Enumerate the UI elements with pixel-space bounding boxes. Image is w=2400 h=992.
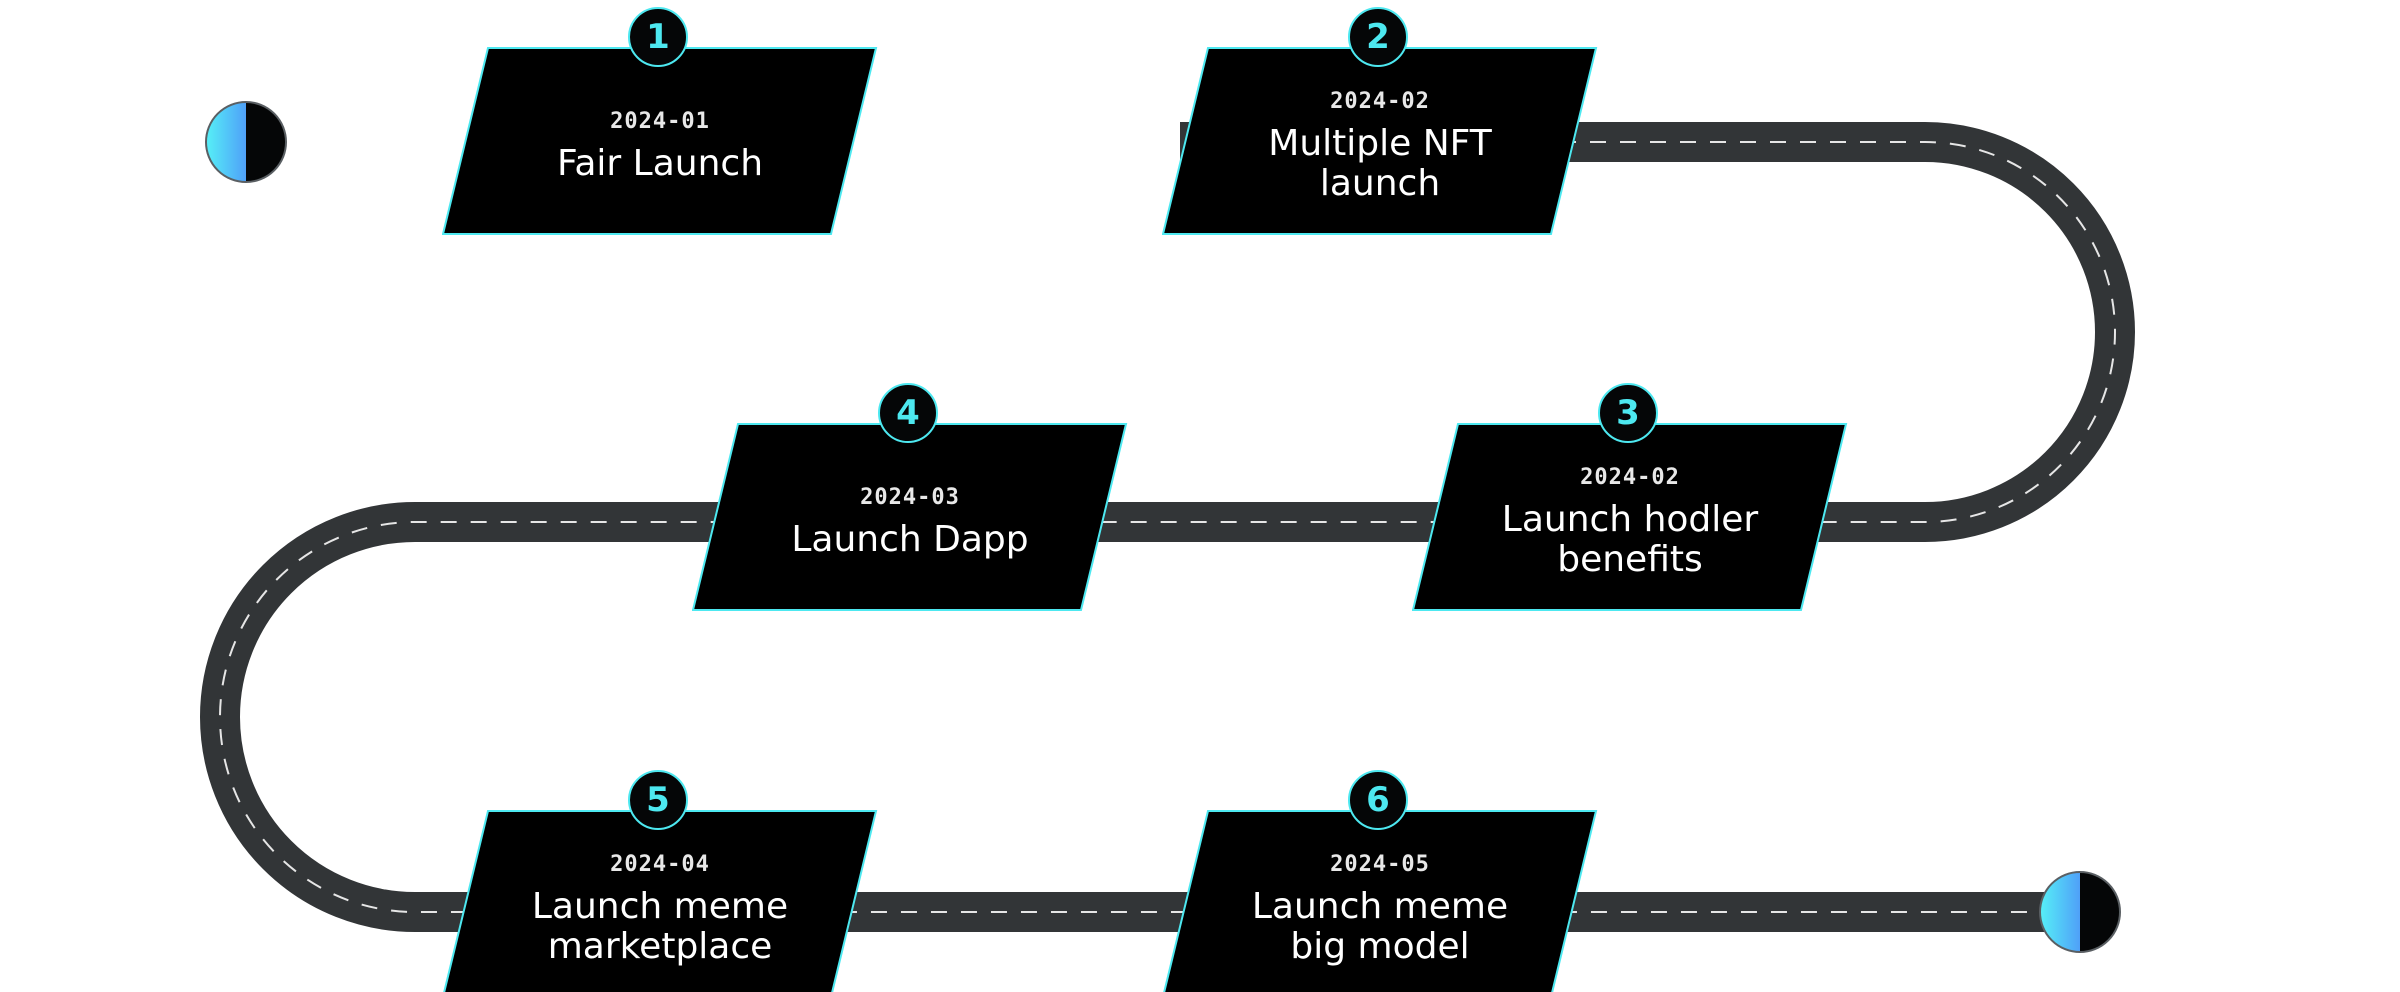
step-badge-5: 5 xyxy=(628,770,688,830)
step-badge-1: 1 xyxy=(628,7,688,67)
end-marker xyxy=(2039,871,2121,953)
milestone-date: 2024-03 xyxy=(860,484,960,510)
step-badge-4: 4 xyxy=(878,383,938,443)
milestone-card-5: 5 2024-04 Launch meme marketplace xyxy=(442,770,878,992)
step-badge-6: 6 xyxy=(1348,770,1408,830)
milestone-date: 2024-01 xyxy=(610,108,710,134)
step-badge-2: 2 xyxy=(1348,7,1408,67)
milestone-date: 2024-02 xyxy=(1330,88,1430,114)
milestone-date: 2024-02 xyxy=(1580,464,1680,490)
milestone-title: Launch meme big model xyxy=(1251,885,1509,967)
milestone-title: Launch meme marketplace xyxy=(531,885,789,967)
road-center-line xyxy=(219,141,2116,913)
milestone-title: Launch Dapp xyxy=(791,518,1029,560)
step-badge-3: 3 xyxy=(1598,383,1658,443)
milestone-date: 2024-04 xyxy=(610,851,710,877)
milestone-card-shape xyxy=(443,810,878,992)
milestone-card-6: 6 2024-05 Launch meme big model xyxy=(1162,770,1598,992)
milestone-card-2: 2 2024-02 Multiple NFT launch xyxy=(1162,7,1598,235)
milestone-card-1: 1 2024-01 Fair Launch xyxy=(442,7,878,235)
milestone-card-shape xyxy=(1162,47,1598,235)
milestone-card-shape xyxy=(1163,810,1598,992)
milestone-title: Fair Launch xyxy=(556,142,764,184)
milestone-title: Multiple NFT launch xyxy=(1268,122,1492,204)
milestone-card-shape xyxy=(692,423,1128,611)
milestone-card-3: 3 2024-02 Launch hodler benefits xyxy=(1412,383,1848,611)
milestone-card-4: 4 2024-03 Launch Dapp xyxy=(692,383,1128,611)
milestone-title: Launch hodler benefits xyxy=(1501,498,1759,580)
milestone-card-shape xyxy=(442,47,878,235)
milestone-card-shape xyxy=(1412,423,1848,611)
start-marker xyxy=(205,101,287,183)
milestone-date: 2024-05 xyxy=(1330,851,1430,877)
